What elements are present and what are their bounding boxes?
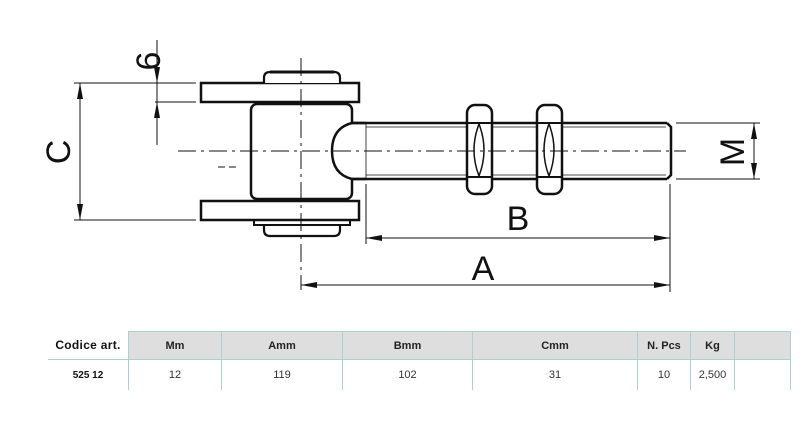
table-header-row: Codice art. Mm Amm Bmm Cmm N. Pcs Kg — [48, 331, 791, 360]
header-c-mm: Cmm — [472, 331, 638, 360]
hex-nut-2 — [535, 103, 564, 196]
bottom-washer — [253, 219, 351, 226]
cell-a-mm: 119 — [221, 359, 343, 390]
header-kg: Kg — [690, 331, 735, 360]
bottom-flange-plate — [199, 199, 361, 222]
top-flange-plate — [199, 81, 361, 104]
header-codice-art: Codice art. — [48, 331, 129, 360]
cell-codice-art: 525 12 — [48, 359, 129, 390]
dim-label-a: A — [472, 250, 495, 288]
bottom-cap — [262, 225, 342, 238]
cell-kg: 2,500 — [690, 359, 735, 390]
cell-b-mm: 102 — [342, 359, 473, 390]
header-m-mm: Mm — [128, 331, 222, 360]
hex-nut-1 — [465, 103, 494, 196]
specification-table: Codice art. Mm Amm Bmm Cmm N. Pcs Kg 525… — [48, 331, 791, 390]
cell-n-pcs: 10 — [637, 359, 691, 390]
header-b-mm: Bmm — [342, 331, 473, 360]
rod-tip — [666, 122, 673, 180]
top-cap — [262, 70, 342, 83]
dim-label-m: M — [714, 138, 752, 166]
technical-drawing: 6 C M B A — [40, 40, 760, 292]
header-empty — [734, 331, 791, 360]
header-a-mm: Amm — [221, 331, 343, 360]
dim-label-b: B — [507, 200, 530, 238]
header-n-pcs: N. Pcs — [637, 331, 691, 360]
dim-label-6: 6 — [130, 52, 168, 71]
cell-empty — [734, 359, 791, 390]
cell-m-mm: 12 — [128, 359, 222, 390]
cell-c-mm: 31 — [472, 359, 638, 390]
dim-label-c: C — [40, 140, 78, 165]
table-row: 525 12 12 119 102 31 10 2,500 — [48, 359, 791, 390]
